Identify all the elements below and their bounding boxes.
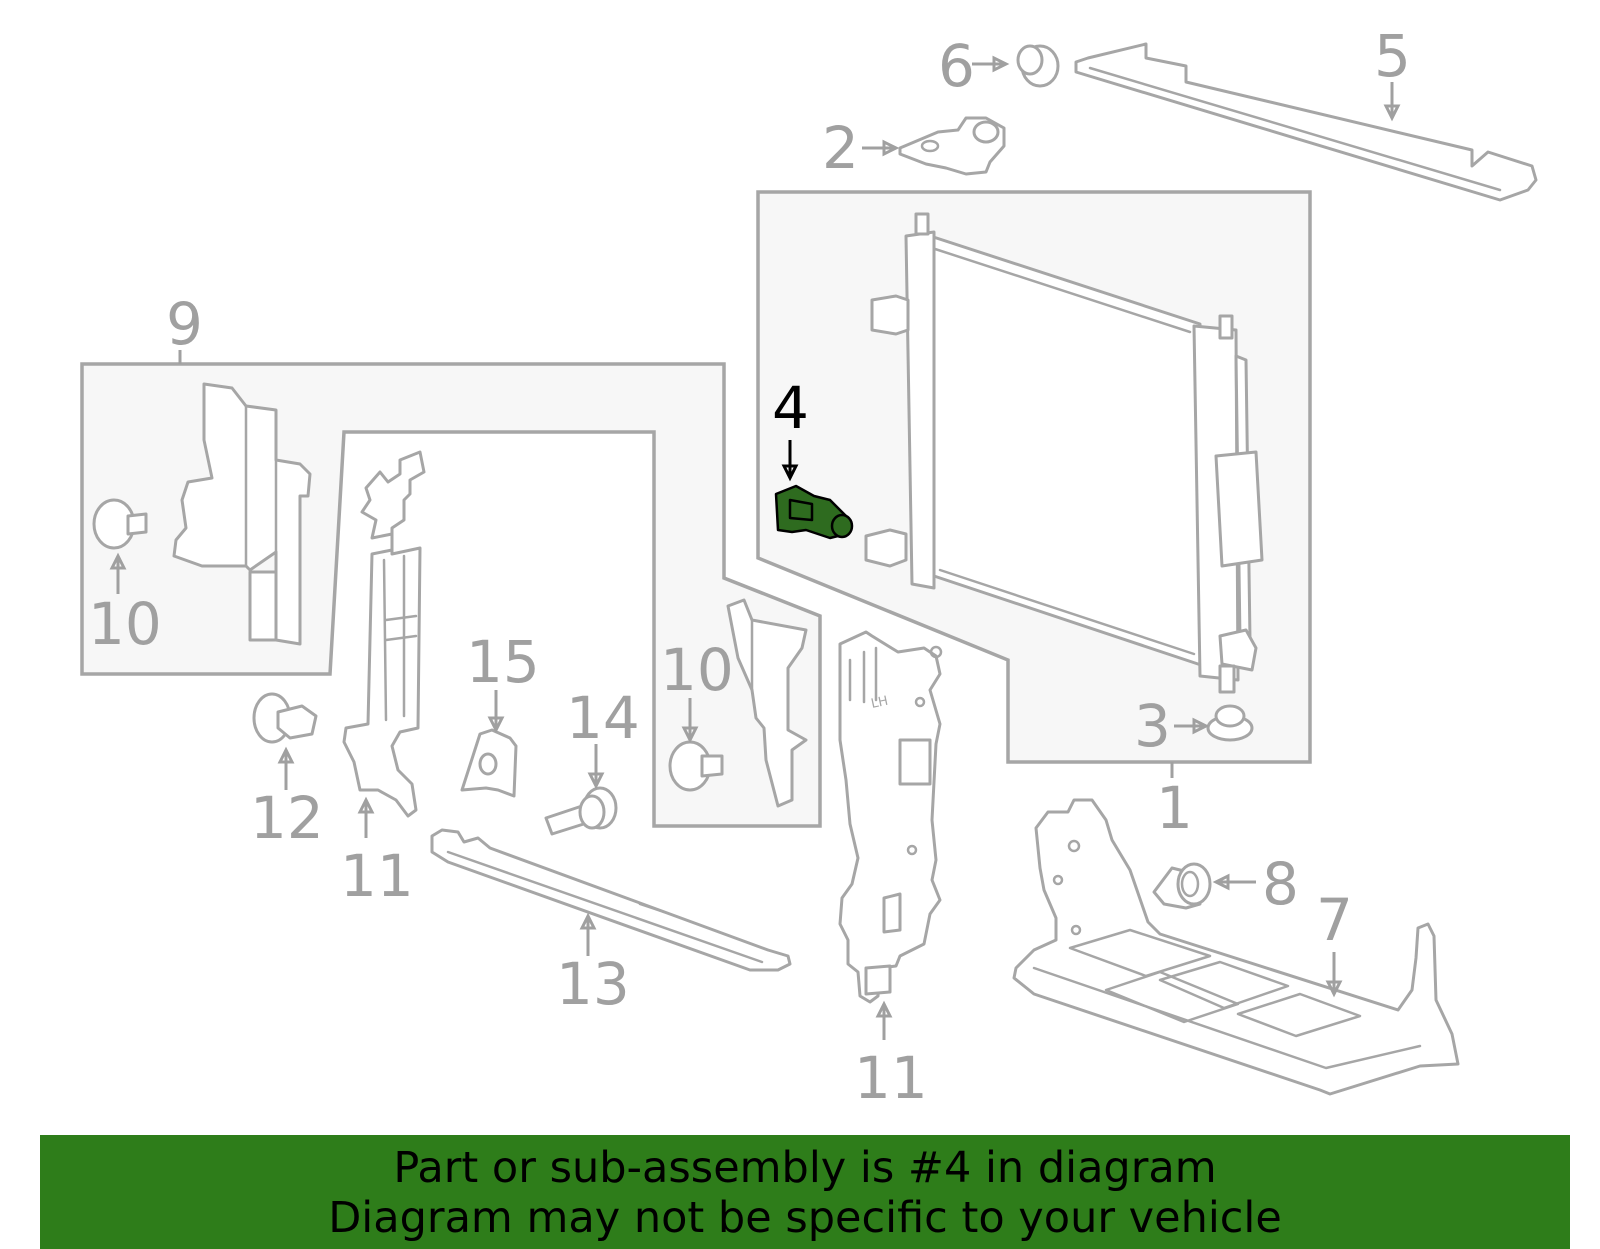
- callout-10-right: 10: [660, 636, 734, 704]
- lh-marking: LH: [870, 694, 890, 712]
- push-pin-part-10-left: [92, 498, 148, 550]
- isolator-part-3: [1206, 704, 1254, 742]
- air-baffle-right: [726, 598, 808, 808]
- banner-line-2: Diagram may not be specific to your vehi…: [328, 1193, 1282, 1243]
- push-pin-part-8: [1152, 862, 1212, 910]
- callout-9: 9: [166, 290, 203, 358]
- callout-6: 6: [938, 32, 975, 100]
- side-guide-part-11-right: LH: [838, 630, 943, 1004]
- info-banner: Part or sub-assembly is #4 in diagram Di…: [40, 1135, 1570, 1249]
- lower-shield-part-7: [1012, 798, 1460, 1096]
- callout-14: 14: [566, 684, 640, 752]
- callout-2: 2: [822, 114, 859, 182]
- air-baffle-left: [172, 382, 312, 646]
- bolt-part-14: [544, 786, 618, 836]
- callout-3: 3: [1134, 692, 1171, 760]
- callout-5: 5: [1374, 22, 1411, 90]
- callout-7: 7: [1316, 886, 1353, 954]
- callout-11-right: 11: [854, 1044, 928, 1112]
- sensor-part-4: [774, 484, 854, 540]
- callout-leaders: [109, 55, 1401, 1040]
- banner-line-1: Part or sub-assembly is #4 in diagram: [393, 1143, 1217, 1193]
- callout-1: 1: [1156, 774, 1193, 842]
- upper-deflector-part-5: [1074, 42, 1538, 202]
- radiator-part-1: [864, 212, 1264, 694]
- callout-4: 4: [772, 374, 809, 442]
- bracket-part-2: [898, 116, 1006, 176]
- clip-part-15: [460, 728, 518, 798]
- push-pin-part-12: [252, 692, 318, 744]
- callout-13: 13: [556, 950, 630, 1018]
- callout-12: 12: [250, 784, 324, 852]
- callout-10-left: 10: [88, 590, 162, 658]
- callout-11-left: 11: [340, 842, 414, 910]
- side-guide-part-11-left: [342, 450, 426, 818]
- callout-15: 15: [466, 628, 540, 696]
- callout-labels: 1 2 3 4 5 6 7 8 9 10 10 11 11 12 13 14 1…: [88, 22, 1411, 1112]
- tie-bar-part-13: [430, 828, 792, 972]
- callout-8: 8: [1262, 850, 1299, 918]
- push-pin-part-6: [1016, 44, 1060, 88]
